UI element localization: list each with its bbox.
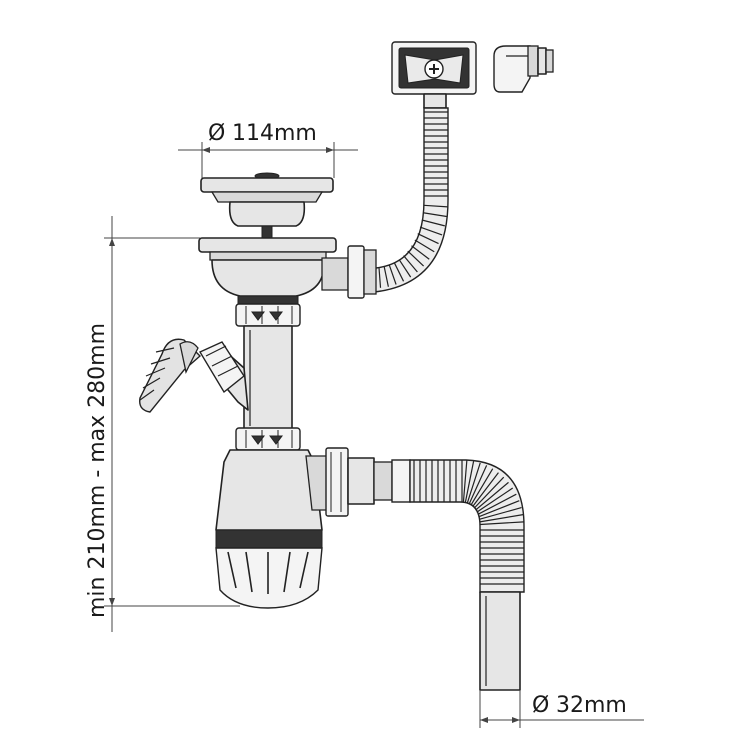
hose-rib [393,262,405,282]
outlet-hose [409,459,525,593]
hose-rib [478,500,520,518]
hose-rib [479,514,524,523]
hose-rib [411,245,430,260]
hose-rib [398,259,412,278]
appliance-inlet [139,338,249,413]
upper-nut [235,303,301,327]
hose-rib [419,226,443,236]
hose-rib [383,266,389,287]
hose-rib [423,212,447,218]
vertical-pipe [243,325,293,431]
hose-rib [414,239,435,253]
height-range-label: min 210mm - max 280mm [85,323,110,618]
bottle-trap [215,447,411,609]
sink-outlet [198,237,377,305]
hose-rib [477,493,517,515]
hose-rib [407,250,425,267]
strainer-basket [200,172,334,241]
lower-nut [235,427,301,451]
hose-rib [473,476,505,509]
hose-rib [472,472,499,507]
diameter-symbol-pipe: Ø [532,693,549,718]
hose-rib [470,468,494,506]
overflow-grille [391,41,477,109]
diameter-symbol-top: Ø [208,121,225,146]
pipe-diameter-label: 32mm [556,693,627,718]
hose-rib [421,219,445,227]
hose-rib [423,204,448,208]
overflow-hose [373,107,449,293]
hose-rib [378,267,382,288]
hose-rib [464,461,475,503]
dimension-pipe-diameter: Ø 32mm [479,690,644,728]
hose-rib [462,460,468,503]
hose-rib [417,233,439,245]
dimension-top-diameter: Ø 114mm [178,121,358,178]
hose-rib [466,462,481,504]
hose-rib [403,255,418,273]
hose-rib [476,487,514,513]
hose-rib [468,465,488,505]
overflow-elbow [493,45,554,93]
outlet-pipe [479,591,521,691]
top-diameter-label: 114mm [232,121,317,146]
hose-rib [475,481,509,511]
hose-rib [388,265,397,285]
hose-rib [479,521,524,526]
dimension-height-range: min 210mm - max 280mm [85,216,240,632]
hose-rib [479,507,522,520]
